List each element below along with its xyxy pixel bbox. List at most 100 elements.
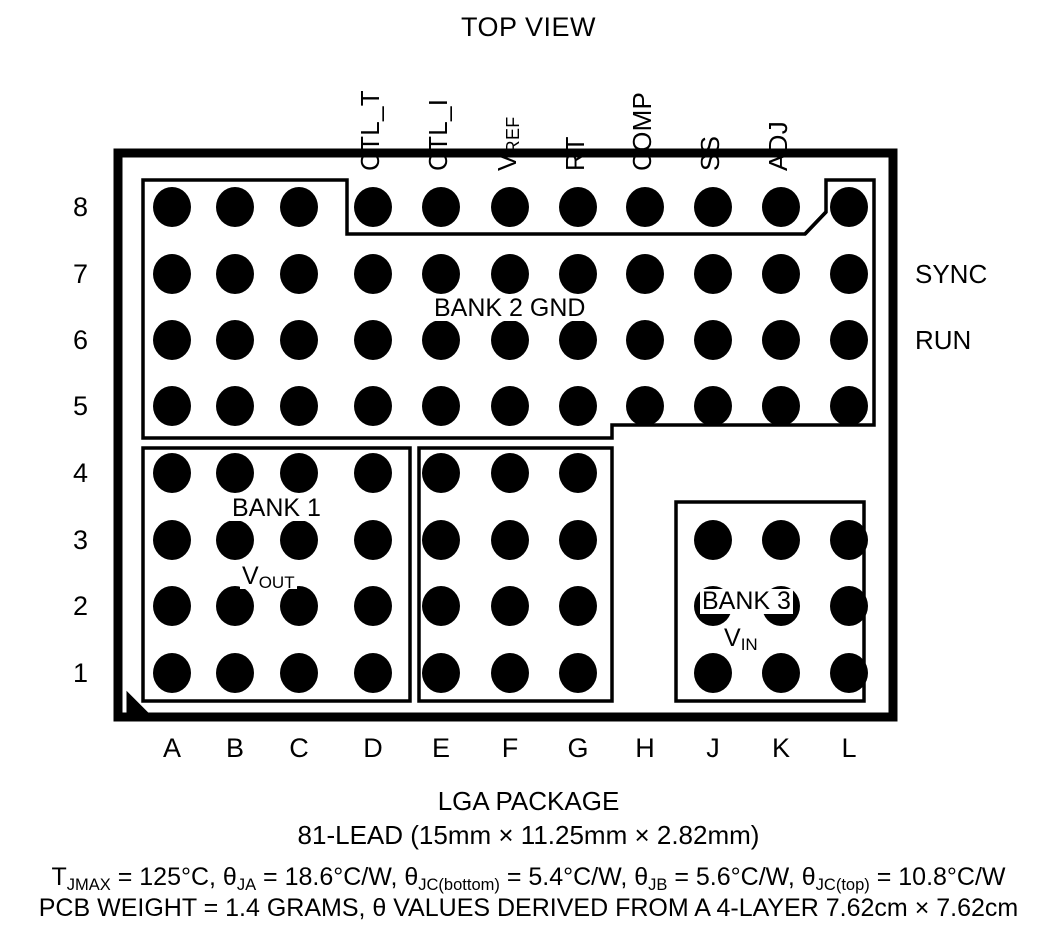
pad-c1[interactable] — [280, 653, 318, 693]
pad-j8[interactable] — [694, 187, 732, 227]
pad-c4[interactable] — [280, 453, 318, 493]
row-label-6: 6 — [72, 325, 88, 355]
package-name-line: LGA PACKAGE — [437, 786, 620, 816]
pad-b5[interactable] — [216, 386, 254, 426]
pad-h5[interactable] — [626, 386, 664, 426]
pad-a1[interactable] — [153, 653, 191, 693]
pad-e6[interactable] — [422, 320, 460, 360]
pad-f4[interactable] — [491, 453, 529, 493]
right-pin-label-sync: SYNC — [915, 259, 988, 289]
pad-c8[interactable] — [280, 187, 318, 227]
pad-j6[interactable] — [694, 320, 732, 360]
pad-b7[interactable] — [216, 254, 254, 294]
pad-k8[interactable] — [762, 187, 800, 227]
pad-a4[interactable] — [153, 453, 191, 493]
pad-b8[interactable] — [216, 187, 254, 227]
pad-l6[interactable] — [830, 320, 868, 360]
pad-h8[interactable] — [626, 187, 664, 227]
pad-c2[interactable] — [280, 586, 318, 626]
column-label-j: J — [706, 733, 720, 763]
pad-k7[interactable] — [762, 254, 800, 294]
pad-d1[interactable] — [354, 653, 392, 693]
pad-e3[interactable] — [422, 520, 460, 560]
pad-c3[interactable] — [280, 520, 318, 560]
thermal-line-1: TJMAX = 125°C, θJA = 18.6°C/W, θJC(botto… — [51, 863, 1006, 894]
pad-c6[interactable] — [280, 320, 318, 360]
pad-grid — [153, 187, 868, 693]
pad-a8[interactable] — [153, 187, 191, 227]
row-label-8: 8 — [72, 192, 88, 222]
pad-c7[interactable] — [280, 254, 318, 294]
pad-b6[interactable] — [216, 320, 254, 360]
thermal-line-2: PCB WEIGHT = 1.4 GRAMS, θ VALUES DERIVED… — [38, 894, 1019, 922]
pad-e7[interactable] — [422, 254, 460, 294]
pad-f3[interactable] — [491, 520, 529, 560]
pad-a3[interactable] — [153, 520, 191, 560]
pad-a7[interactable] — [153, 254, 191, 294]
pad-a6[interactable] — [153, 320, 191, 360]
pad-b3[interactable] — [216, 520, 254, 560]
pad-b2[interactable] — [216, 586, 254, 626]
pad-k3[interactable] — [762, 520, 800, 560]
pad-f5[interactable] — [491, 386, 529, 426]
pad-e5[interactable] — [422, 386, 460, 426]
pad-j3[interactable] — [694, 520, 732, 560]
column-label-c: C — [289, 733, 309, 763]
row-label-7: 7 — [72, 259, 88, 289]
pad-l5[interactable] — [830, 386, 868, 426]
column-label-f: F — [501, 733, 519, 763]
pad-g2[interactable] — [559, 586, 597, 626]
pad-l7[interactable] — [830, 254, 868, 294]
pad-k5[interactable] — [762, 386, 800, 426]
pad-f8[interactable] — [491, 187, 529, 227]
bank1-net-label: VOUT — [240, 562, 297, 592]
pad-c5[interactable] — [280, 386, 318, 426]
pad-d7[interactable] — [354, 254, 392, 294]
column-label-b: B — [225, 733, 244, 763]
pad-f2[interactable] — [491, 586, 529, 626]
pad-h7[interactable] — [626, 254, 664, 294]
pad-l2[interactable] — [830, 586, 868, 626]
pad-a5[interactable] — [153, 386, 191, 426]
pad-j5[interactable] — [694, 386, 732, 426]
column-label-l: L — [841, 733, 857, 763]
pad-g8[interactable] — [559, 187, 597, 227]
pad-d5[interactable] — [354, 386, 392, 426]
pad-d4[interactable] — [354, 453, 392, 493]
pad-e2[interactable] — [422, 586, 460, 626]
pad-g4[interactable] — [559, 453, 597, 493]
pad-e4[interactable] — [422, 453, 460, 493]
pad-e8[interactable] — [422, 187, 460, 227]
pad-f7[interactable] — [491, 254, 529, 294]
pad-a2[interactable] — [153, 586, 191, 626]
pad-e1[interactable] — [422, 653, 460, 693]
pad-d8[interactable] — [354, 187, 392, 227]
pad-d3[interactable] — [354, 520, 392, 560]
right-pin-label-run: RUN — [915, 325, 972, 355]
pad-l8[interactable] — [830, 187, 868, 227]
pad-j7[interactable] — [694, 254, 732, 294]
column-label-h: H — [635, 733, 655, 763]
pad-k6[interactable] — [762, 320, 800, 360]
pad-f6[interactable] — [491, 320, 529, 360]
pad-b4[interactable] — [216, 453, 254, 493]
pad-j1[interactable] — [694, 653, 732, 693]
pad-l1[interactable] — [830, 653, 868, 693]
pad-b1[interactable] — [216, 653, 254, 693]
pad-l3[interactable] — [830, 520, 868, 560]
pad-f1[interactable] — [491, 653, 529, 693]
pad-d2[interactable] — [354, 586, 392, 626]
row-label-4: 4 — [72, 458, 88, 488]
row-label-2: 2 — [72, 591, 88, 621]
pin-1-corner-triangle-icon — [126, 690, 154, 718]
bank2-notch-diagonal — [803, 210, 828, 236]
pad-k1[interactable] — [762, 653, 800, 693]
pad-h6[interactable] — [626, 320, 664, 360]
pad-g7[interactable] — [559, 254, 597, 294]
pad-g6[interactable] — [559, 320, 597, 360]
pad-g1[interactable] — [559, 653, 597, 693]
pad-g3[interactable] — [559, 520, 597, 560]
pad-g5[interactable] — [559, 386, 597, 426]
pad-d6[interactable] — [354, 320, 392, 360]
